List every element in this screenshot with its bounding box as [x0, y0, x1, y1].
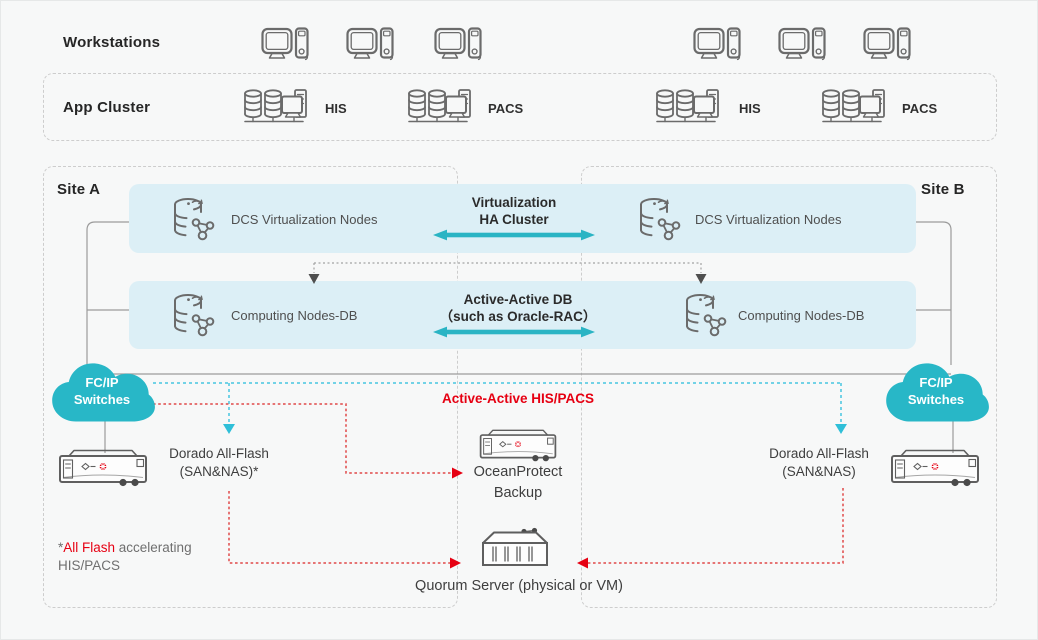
db-server-icon [241, 88, 313, 128]
oceanprotect-line1: OceanProtect [473, 464, 563, 480]
dorado-right-line1: Dorado All-Flash [769, 446, 869, 461]
virtualization-line2: HA Cluster [479, 212, 549, 227]
dorado-left-line2: (SAN&NAS)* [179, 464, 259, 479]
oceanprotect-backup-label: OceanProtect Backup [448, 462, 588, 504]
footnote-rest: accelerating [115, 540, 192, 555]
dorado-right-line2: (SAN&NAS) [782, 464, 856, 479]
dcs-caption-right: DCS Virtualization Nodes [695, 212, 842, 227]
computing-node-icon [169, 291, 217, 339]
workstation-icon [434, 27, 482, 65]
active-active-db-line2: （such as Oracle-RAC） [439, 309, 597, 324]
ha-cluster-double-arrow [433, 229, 595, 241]
site-a-label: Site A [57, 181, 101, 198]
app-cluster-label: App Cluster [63, 99, 151, 116]
oceanprotect-line2: Backup [493, 485, 543, 501]
workstation-icon [778, 27, 826, 65]
all-flash-footnote: *All Flash accelerating HIS/PACS [58, 539, 192, 574]
dcs-caption-left: DCS Virtualization Nodes [231, 212, 378, 227]
footnote-line2: HIS/PACS [58, 557, 121, 573]
workstation-icon [693, 27, 741, 65]
db-server-icon [653, 88, 725, 128]
dorado-storage-icon-left [57, 447, 149, 489]
app-cluster-box [43, 73, 997, 141]
computing-node-icon [681, 291, 729, 339]
dcs-node-icon [635, 195, 683, 243]
fcip-line1: FC/IP [85, 375, 119, 390]
computing-caption-right: Computing Nodes-DB [738, 308, 865, 323]
active-active-db-line1: Active-Active DB [463, 292, 573, 307]
fcip-switch-label-right: FC/IP Switches [881, 374, 991, 408]
active-active-hispacs-label: Active-Active HIS/PACS [441, 391, 595, 406]
workstation-icon [863, 27, 911, 65]
dorado-label-left: Dorado All-Flash (SAN&NAS)* [149, 445, 289, 481]
app-his-label-right: HIS [739, 101, 761, 116]
active-active-db-label: Active-Active DB （such as Oracle-RAC） [413, 291, 623, 325]
computing-caption-left: Computing Nodes-DB [231, 308, 358, 323]
fcip-line1: FC/IP [919, 375, 953, 390]
site-b-box [581, 166, 997, 608]
fcip-switch-label-left: FC/IP Switches [47, 374, 157, 408]
footnote-highlight: All Flash [63, 540, 116, 555]
db-server-icon [819, 88, 891, 128]
app-his-label-left: HIS [325, 101, 347, 116]
workstation-icon [346, 27, 394, 65]
fcip-line2: Switches [907, 392, 965, 407]
dorado-left-line1: Dorado All-Flash [169, 446, 269, 461]
oceanprotect-backup-icon [478, 427, 558, 464]
database-band [129, 281, 916, 349]
dorado-label-right: Dorado All-Flash (SAN&NAS) [749, 445, 889, 481]
virtualization-ha-cluster-label: Virtualization HA Cluster [433, 194, 595, 228]
dorado-storage-icon-right [889, 447, 981, 489]
footnote-line1: *All Flash accelerating [58, 539, 192, 557]
site-b-label: Site B [921, 181, 965, 198]
fcip-line2: Switches [73, 392, 131, 407]
app-pacs-label-left: PACS [488, 101, 524, 116]
active-active-db-double-arrow [433, 326, 595, 338]
db-server-icon [405, 88, 477, 128]
site-a-box [43, 166, 458, 608]
workstation-icon [261, 27, 309, 65]
footnote-star: * [58, 540, 64, 555]
app-pacs-label-right: PACS [902, 101, 938, 116]
virtualization-line1: Virtualization [471, 195, 557, 210]
dcs-node-icon [169, 195, 217, 243]
workstations-label: Workstations [63, 34, 161, 51]
quorum-server-label: Quorum Server (physical or VM) [415, 578, 623, 594]
quorum-server-icon [477, 527, 553, 571]
virtualization-band [129, 184, 916, 253]
